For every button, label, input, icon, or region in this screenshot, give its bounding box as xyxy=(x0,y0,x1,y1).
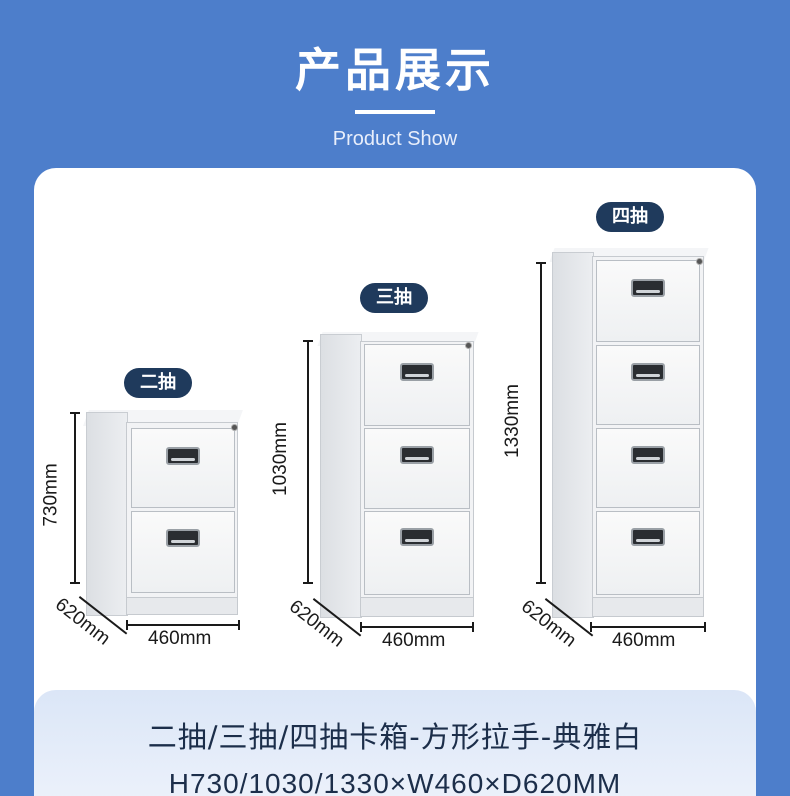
footer-panel xyxy=(34,690,756,796)
cabinet-side xyxy=(86,412,128,616)
dimension-tick xyxy=(360,622,362,632)
dimension-tick xyxy=(303,340,313,342)
badge-three-drawer: 三抽 xyxy=(360,283,428,313)
dimension-tick xyxy=(70,582,80,584)
cabinet-plinth xyxy=(592,597,704,617)
cabinet-plinth xyxy=(360,597,474,617)
height-label: 1030mm xyxy=(269,422,291,496)
page-title: 产品展示 xyxy=(295,43,495,97)
page-subtitle: Product Show xyxy=(332,128,458,150)
height-dimension-line xyxy=(307,340,309,584)
dimension-tick xyxy=(303,582,313,584)
product-description: 二抽/三抽/四抽卡箱-方形拉手-典雅白 xyxy=(147,720,643,754)
dimension-tick xyxy=(70,412,80,414)
drawer xyxy=(596,260,700,342)
dimension-tick xyxy=(238,620,240,630)
drawer-handle xyxy=(400,363,434,381)
badge-four-drawer: 四抽 xyxy=(596,202,664,232)
drawer xyxy=(131,428,235,508)
height-label: 1330mm xyxy=(501,384,523,458)
drawer-handle xyxy=(166,529,200,547)
width-label: 460mm xyxy=(382,630,446,651)
height-dimension-line xyxy=(74,412,76,584)
cabinet-side xyxy=(552,252,594,618)
drawer xyxy=(364,428,470,509)
drawer-handle xyxy=(631,446,665,464)
dimension-tick xyxy=(472,622,474,632)
drawer-handle xyxy=(166,447,200,465)
cabinet-side xyxy=(320,334,362,618)
cabinet-plinth xyxy=(126,597,238,615)
drawer-handle xyxy=(631,279,665,297)
lock-icon xyxy=(231,424,238,431)
dimension-tick xyxy=(704,622,706,632)
dimension-tick xyxy=(590,622,592,632)
drawer-handle xyxy=(400,528,434,546)
dimension-tick xyxy=(536,262,546,264)
height-dimension-line xyxy=(540,262,542,584)
drawer-handle xyxy=(631,528,665,546)
drawer xyxy=(596,345,700,425)
drawer-handle xyxy=(631,363,665,381)
drawer xyxy=(131,511,235,593)
drawer xyxy=(596,428,700,508)
dimension-tick xyxy=(126,620,128,630)
dimension-tick xyxy=(536,582,546,584)
drawer xyxy=(364,344,470,426)
lock-icon xyxy=(696,258,703,265)
drawer xyxy=(596,511,700,595)
lock-icon xyxy=(465,342,472,349)
product-dimensions: H730/1030/1330×W460×D620MM xyxy=(168,768,622,796)
width-label: 460mm xyxy=(612,630,676,651)
height-label: 730mm xyxy=(40,463,62,527)
width-dimension-line xyxy=(126,624,240,626)
title-underline xyxy=(355,110,435,114)
drawer xyxy=(364,511,470,595)
drawer-handle xyxy=(400,446,434,464)
width-dimension-line xyxy=(590,626,706,628)
width-dimension-line xyxy=(360,626,474,628)
badge-two-drawer: 二抽 xyxy=(124,368,192,398)
width-label: 460mm xyxy=(148,628,212,649)
